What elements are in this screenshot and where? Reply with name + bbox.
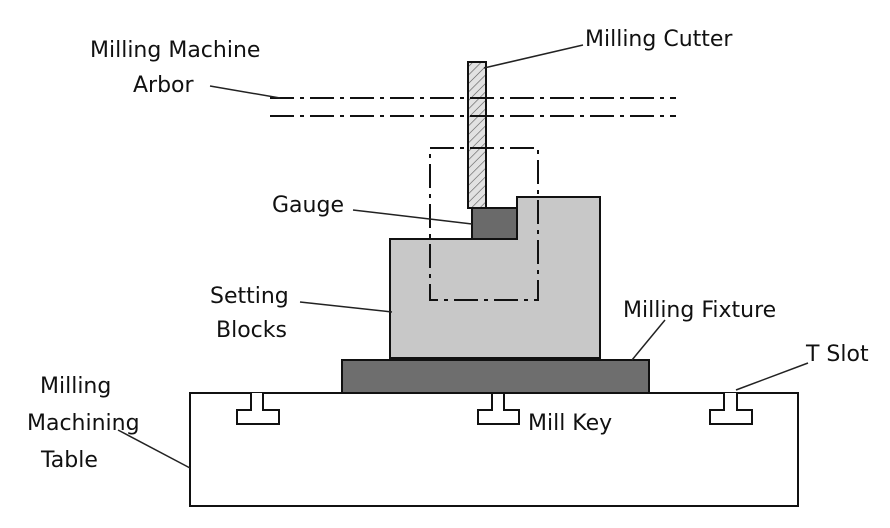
mill-key-label: Mill Key [528,411,612,436]
setting-blocks-label-line2: Blocks [216,318,287,343]
tslot-leader [735,362,809,391]
table-leader [117,429,191,469]
table-label-line1: Milling [40,374,111,399]
arbor-label-line2: Arbor [133,73,195,98]
cutter-envelope-outline [429,147,539,301]
t-slot-right [709,393,753,425]
table-label-line2: Machining [27,411,140,436]
cutter-label: Milling Cutter [585,27,733,52]
setting-blocks-label-line1: Setting [210,284,289,309]
fixture-label: Milling Fixture [623,298,776,323]
milling-cutter [467,61,487,209]
arbor-label-line1: Milling Machine [90,38,260,63]
tslot-label: T Slot [805,342,869,367]
setting-blocks-leader [299,301,393,313]
cutter-leader [483,44,584,69]
t-slot-left [236,393,280,425]
gauge-leader [352,209,473,225]
milling-fixture [341,359,650,394]
fixture-leader [631,319,666,361]
arbor-leader [209,85,281,99]
table-label-line3: Table [40,448,98,473]
gauge-label: Gauge [272,193,344,218]
gauge [471,207,518,240]
